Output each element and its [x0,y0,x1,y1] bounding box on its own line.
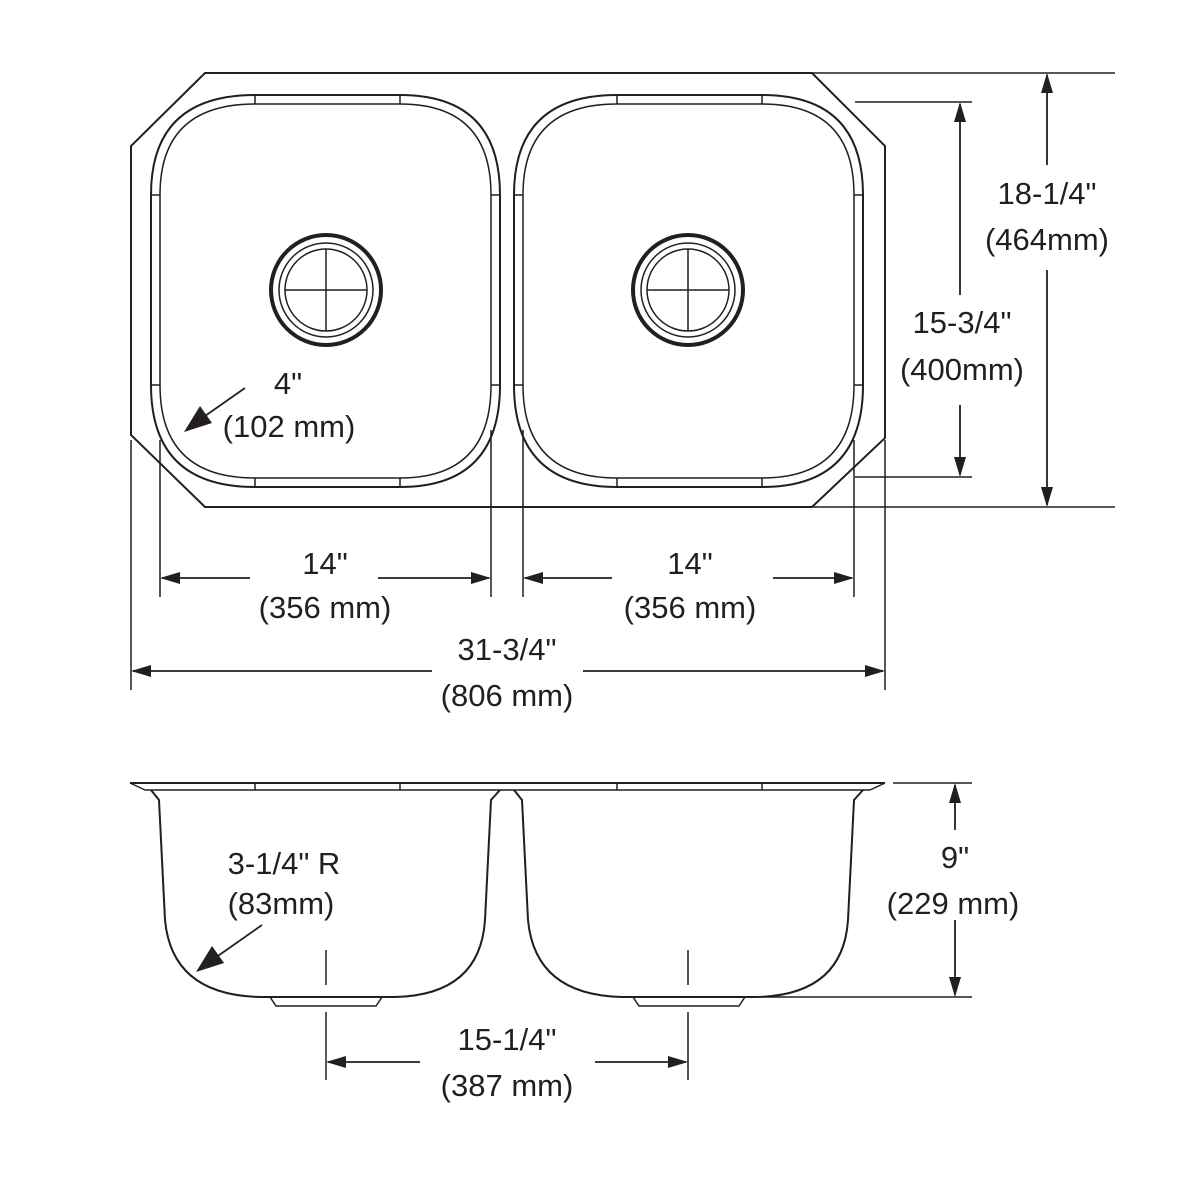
top-view: 4" (102 mm) 14" (356 mm) 14" (356 mm) [130,72,1115,713]
right-bowl-profile [513,789,864,1007]
right-bowl-top [513,94,864,488]
bowl-length-dimension: 15-3/4" (400mm) [900,102,1024,477]
overall-width-imperial: 31-3/4" [458,632,557,667]
left-drain-icon [269,233,383,347]
overall-width-metric: (806 mm) [441,678,574,713]
drain-spacing-dimension: 15-1/4" (387 mm) [326,1022,688,1103]
bowl-length-imperial: 15-3/4" [913,305,1012,340]
bowl-length-metric: (400mm) [900,352,1024,387]
depth-imperial: 9" [941,840,969,875]
drain-spacing-metric: (387 mm) [441,1068,574,1103]
overall-length-dimension: 18-1/4" (464mm) [985,73,1109,507]
overall-length-imperial: 18-1/4" [998,176,1097,211]
bottom-radius-imperial: 3-1/4" R [228,846,341,881]
side-view: 3-1/4" R (83mm) 15-1/4" (387 mm) 9" (229 [129,782,1020,1103]
depth-metric: (229 mm) [887,886,1020,921]
right-drain-icon [631,233,745,347]
depth-dimension: 9" (229 mm) [887,783,1020,997]
left-bowl-profile [150,789,501,1007]
overall-length-metric: (464mm) [985,222,1109,257]
right-bowl-width-imperial: 14" [667,546,713,581]
overall-width-dimension: 31-3/4" (806 mm) [131,632,885,713]
left-bowl-width-metric: (356 mm) [259,590,392,625]
bottom-radius-callout: 3-1/4" R (83mm) [196,846,340,972]
left-bowl-width-dimension: 14" (356 mm) [160,546,491,625]
bottom-radius-metric: (83mm) [228,886,335,921]
right-bowl-width-metric: (356 mm) [624,590,757,625]
left-bowl-top [150,94,501,488]
corner-radius-imperial: 4" [274,366,302,401]
right-bowl-width-dimension: 14" (356 mm) [523,546,854,625]
drain-spacing-imperial: 15-1/4" [458,1022,557,1057]
corner-radius-callout: 4" (102 mm) [184,366,355,444]
left-bowl-width-imperial: 14" [302,546,348,581]
corner-radius-metric: (102 mm) [223,409,356,444]
